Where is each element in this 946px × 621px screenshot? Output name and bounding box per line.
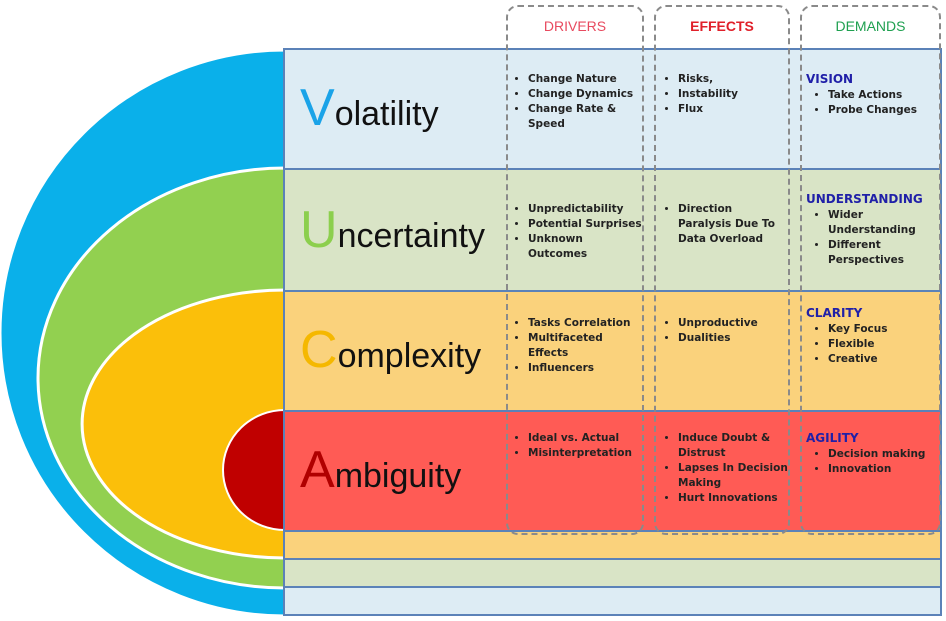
list-item: Decision making xyxy=(828,447,942,462)
title-letter: C xyxy=(300,321,338,379)
list-item: Change Rate & Speed xyxy=(528,102,644,132)
effects-list: UnproductiveDualities xyxy=(656,316,788,346)
band-complexity xyxy=(283,530,942,560)
band-uncertainty xyxy=(283,558,942,588)
demands-cell: AGILITY Decision makingInnovation xyxy=(806,431,942,477)
drivers-cell: Tasks CorrelationMultifaceted EffectsInf… xyxy=(506,316,644,376)
demands-list: Take ActionsProbe Changes xyxy=(806,88,942,118)
demands-cell: VISION Take ActionsProbe Changes xyxy=(806,72,942,118)
list-item: Probe Changes xyxy=(828,103,942,118)
demands-list: Decision makingInnovation xyxy=(806,447,942,477)
title-uncertainty: Uncertainty xyxy=(300,200,485,260)
list-item: Key Focus xyxy=(828,322,942,337)
list-item: Hurt Innovations xyxy=(678,491,788,506)
list-item: Misinterpretation xyxy=(528,446,644,461)
list-item: Risks, xyxy=(678,72,788,87)
list-item: Change Nature xyxy=(528,72,644,87)
title-rest: ncertainty xyxy=(337,217,485,255)
effects-header: EFFECTS xyxy=(690,18,754,34)
demands-column xyxy=(800,5,941,535)
effects-list: Direction Paralysis Due To Data Overload xyxy=(656,202,788,247)
list-item: Direction Paralysis Due To Data Overload xyxy=(678,202,788,247)
list-item: Dualities xyxy=(678,331,788,346)
drivers-list: Change NatureChange DynamicsChange Rate … xyxy=(506,72,644,132)
list-item: Innovation xyxy=(828,462,942,477)
demands-header: DEMANDS xyxy=(835,18,906,34)
title-rest: mbiguity xyxy=(334,457,462,495)
effects-list: Induce Doubt & DistrustLapses In Decisio… xyxy=(656,431,788,506)
title-rest: omplexity xyxy=(337,337,482,375)
effects-cell: UnproductiveDualities xyxy=(656,316,788,346)
demand-title: UNDERSTANDING xyxy=(806,192,923,206)
list-item: Take Actions xyxy=(828,88,942,103)
list-item: Tasks Correlation xyxy=(528,316,644,331)
list-item: Influencers xyxy=(528,361,644,376)
drivers-column xyxy=(506,5,644,535)
effects-cell: Induce Doubt & DistrustLapses In Decisio… xyxy=(656,431,788,506)
drivers-list: UnpredictabilityPotential SurprisesUnkno… xyxy=(506,202,644,262)
demands-cell: CLARITY Key FocusFlexibleCreative xyxy=(806,306,942,367)
row-ambiguity xyxy=(283,410,942,532)
title-letter: V xyxy=(300,79,335,137)
demands-list: Wider UnderstandingDifferent Perspective… xyxy=(806,208,942,268)
list-item: Flexible xyxy=(828,337,942,352)
band-volatility xyxy=(283,586,942,616)
ambiguity-arc xyxy=(222,408,286,532)
effects-cell: Risks,InstabilityFlux xyxy=(656,72,788,117)
list-item: Unknown Outcomes xyxy=(528,232,644,262)
list-item: Flux xyxy=(678,102,788,117)
row-volatility xyxy=(283,48,942,170)
list-item: Ideal vs. Actual xyxy=(528,431,644,446)
row-uncertainty xyxy=(283,168,942,292)
drivers-cell: UnpredictabilityPotential SurprisesUnkno… xyxy=(506,202,644,262)
demand-title: VISION xyxy=(806,72,854,86)
drivers-list: Tasks CorrelationMultifaceted EffectsInf… xyxy=(506,316,644,376)
list-item: Wider Understanding xyxy=(828,208,942,238)
list-item: Instability xyxy=(678,87,788,102)
drivers-cell: Change NatureChange DynamicsChange Rate … xyxy=(506,72,644,132)
title-volatility: Volatility xyxy=(300,78,439,138)
effects-column xyxy=(654,5,790,535)
drivers-list: Ideal vs. ActualMisinterpretation xyxy=(506,431,644,461)
list-item: Multifaceted Effects xyxy=(528,331,644,361)
list-item: Induce Doubt & Distrust xyxy=(678,431,788,461)
demands-list: Key FocusFlexibleCreative xyxy=(806,322,942,367)
drivers-cell: Ideal vs. ActualMisinterpretation xyxy=(506,431,644,461)
title-rest: olatility xyxy=(334,95,439,133)
list-item: Creative xyxy=(828,352,942,367)
title-ambiguity: Ambiguity xyxy=(300,440,461,500)
title-letter: A xyxy=(300,441,335,499)
demand-title: CLARITY xyxy=(806,306,863,320)
list-item: Unpredictability xyxy=(528,202,644,217)
effects-list: Risks,InstabilityFlux xyxy=(656,72,788,117)
title-letter: U xyxy=(300,201,338,259)
list-item: Lapses In Decision Making xyxy=(678,461,788,491)
demands-cell: UNDERSTANDING Wider UnderstandingDifferen… xyxy=(806,192,942,268)
effects-cell: Direction Paralysis Due To Data Overload xyxy=(656,202,788,247)
title-complexity: Complexity xyxy=(300,320,481,380)
list-item: Unproductive xyxy=(678,316,788,331)
list-item: Change Dynamics xyxy=(528,87,644,102)
list-item: Potential Surprises xyxy=(528,217,644,232)
demand-title: AGILITY xyxy=(806,431,859,445)
list-item: Different Perspectives xyxy=(828,238,942,268)
drivers-header: DRIVERS xyxy=(543,18,607,34)
